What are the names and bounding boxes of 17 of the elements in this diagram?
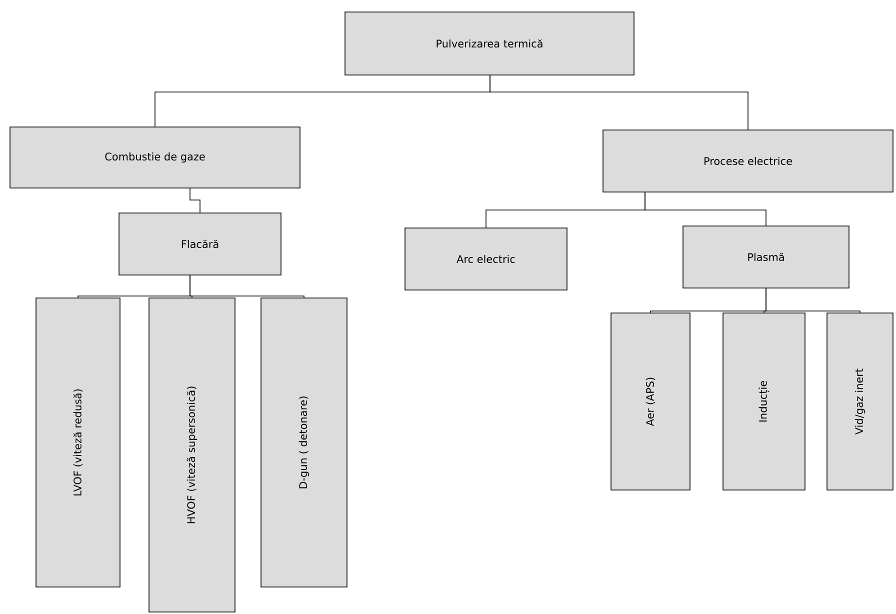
vertical-process-box: HVOF (viteză supersonică): [148, 298, 236, 612]
process-box: Plasmă: [682, 226, 850, 288]
process-box: Combustie de gaze: [10, 126, 300, 188]
connector-line: [190, 275, 304, 298]
vertical-process-box: D-gun ( detonare): [260, 298, 348, 588]
process-box: Procese electrice: [602, 130, 894, 192]
vertical-process-box: LVOF (viteză redusă): [36, 298, 120, 588]
process-box: Arc electric: [404, 228, 568, 290]
vertical-process-box: Inducție: [722, 312, 806, 490]
connector-line: [644, 192, 766, 226]
connector-line: [190, 188, 200, 213]
connector-line: [490, 75, 748, 130]
vertical-process-box: Vid/gaz inert: [826, 312, 894, 490]
process-box: Pulverizarea termică: [344, 12, 634, 76]
process-box: Flacără: [118, 212, 282, 276]
vertical-process-box: Aer (APS): [610, 312, 690, 490]
connector-line: [766, 288, 860, 313]
